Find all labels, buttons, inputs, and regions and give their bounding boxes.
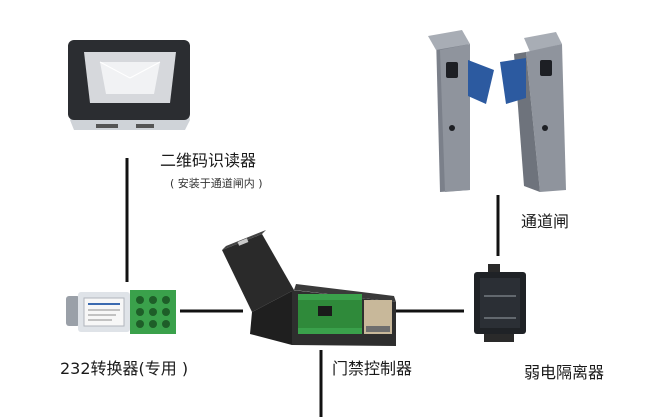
isolator-terminal-top — [488, 264, 500, 272]
controller-board-terminals — [298, 294, 362, 300]
controller-lid — [222, 234, 294, 312]
controller-box-left — [250, 290, 294, 345]
controller-chip — [318, 306, 332, 316]
turnstile-right-light — [542, 125, 548, 131]
turnstile-left-flap — [468, 60, 494, 104]
rs232-converter-label: 232转换器(专用 ) — [60, 359, 189, 378]
qr-reader-port — [136, 124, 154, 128]
converter-terminal-screws — [136, 296, 170, 328]
connection-lines — [125, 158, 500, 417]
turnstile-label: 通道闸 — [521, 212, 570, 231]
isolator-face — [480, 278, 520, 328]
controller-power-terminal — [366, 326, 390, 332]
turnstile-right-sensor — [540, 60, 552, 76]
qr-reader-highlight — [129, 61, 161, 79]
qr-reader-highlight — [99, 61, 131, 79]
controller-label: 门禁控制器 — [332, 359, 413, 378]
controller-device — [222, 230, 396, 346]
turnstile-left-sensor — [446, 62, 458, 78]
controller-box-top — [294, 284, 396, 302]
turnstile-right-flap — [500, 58, 526, 104]
turnstile-left-face — [440, 44, 470, 192]
turnstile-right-face — [526, 44, 566, 192]
qr-reader-note: ( 安装于通道闸内 ) — [170, 177, 263, 190]
qr-reader-port — [96, 124, 118, 128]
turnstile-left-light — [449, 125, 455, 131]
isolator-device — [474, 264, 526, 342]
turnstile-left-top — [428, 30, 470, 50]
isolator-label: 弱电隔离器 — [524, 363, 605, 382]
turnstile-device — [428, 30, 566, 192]
controller-board-terminals — [298, 328, 362, 334]
isolator-terminal-bottom — [484, 334, 514, 342]
qr-reader-label: 二维码识读器 — [160, 151, 257, 170]
converter-label-plate — [83, 297, 125, 327]
converter-db9-connector — [66, 296, 80, 326]
qr-reader-device — [68, 40, 190, 130]
turnstile-right-top — [524, 32, 562, 52]
rs232-converter-device — [66, 290, 176, 334]
controller-logo — [237, 238, 249, 246]
